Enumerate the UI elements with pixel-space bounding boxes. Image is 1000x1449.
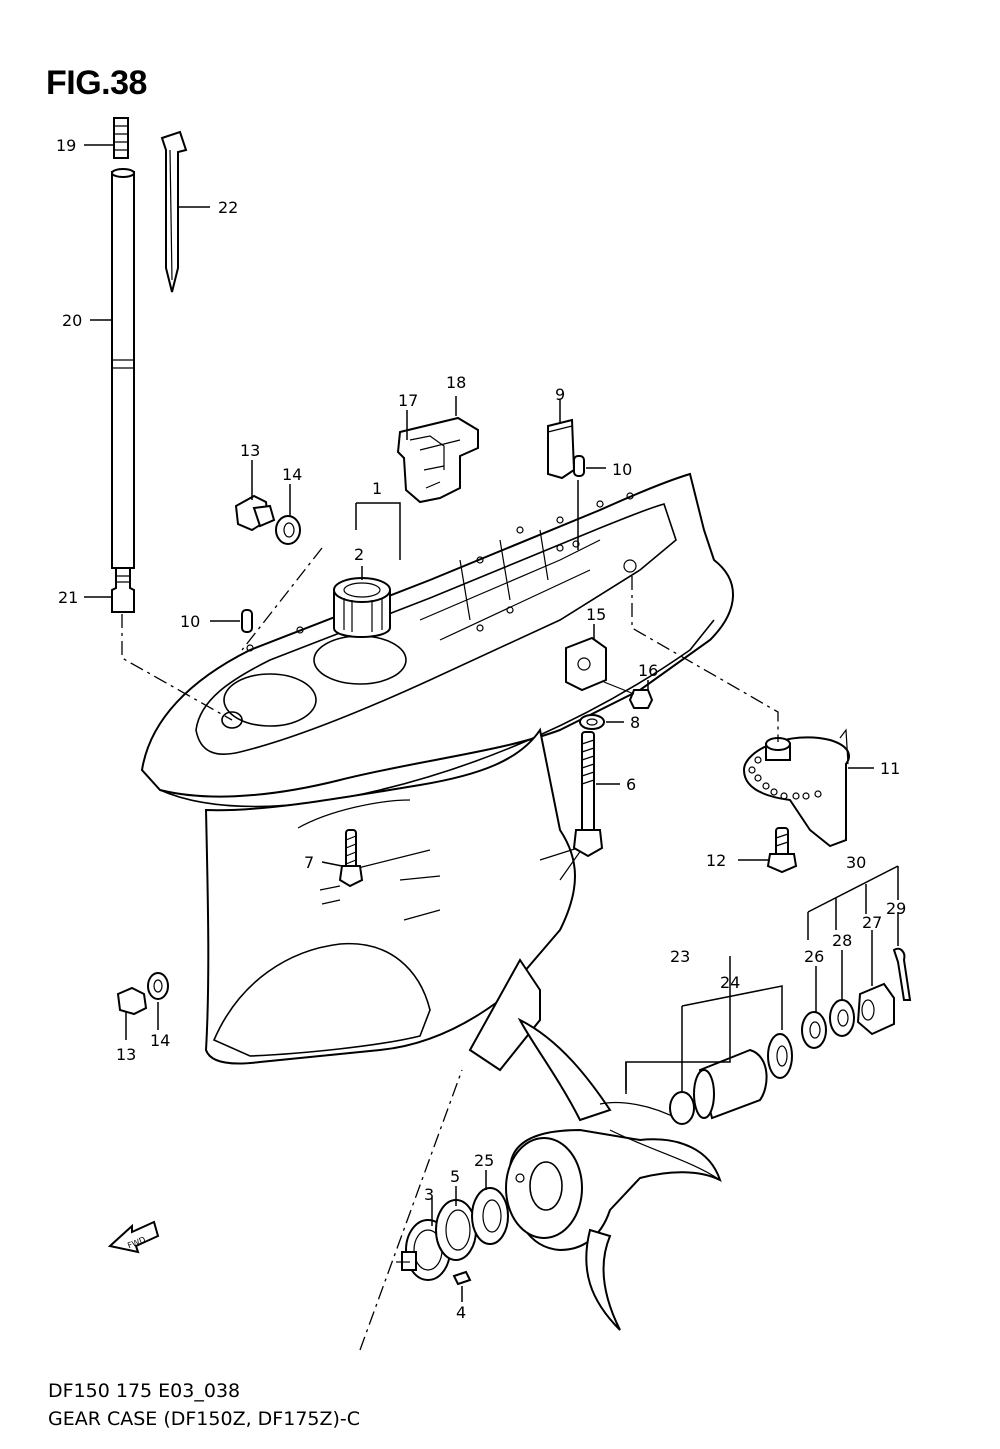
propeller-bushing-part-24 <box>669 1033 793 1125</box>
callout-29: 29 <box>886 899 906 918</box>
cable-tie-part-22 <box>160 130 188 293</box>
callout-1: 1 <box>372 479 382 498</box>
callout-8: 8 <box>630 713 640 732</box>
callout-17: 17 <box>398 391 418 410</box>
key-part-4 <box>452 1270 472 1286</box>
callout-14-upper: 14 <box>282 465 302 484</box>
drive-shaft-end-part-21 <box>111 567 135 613</box>
callout-6: 6 <box>626 775 636 794</box>
callout-22: 22 <box>218 198 238 217</box>
callout-18: 18 <box>446 373 466 392</box>
callout-13-lower: 13 <box>116 1045 136 1064</box>
alignment-lines <box>121 547 779 1351</box>
propeller-part-23 <box>505 1017 722 1331</box>
callout-2: 2 <box>354 545 364 564</box>
bolt-part-12 <box>766 827 798 874</box>
leader-lines <box>84 144 899 1302</box>
callout-24: 24 <box>720 973 740 992</box>
gasket-washer-part-14-lower <box>147 972 169 1000</box>
cotter-pin-part-29 <box>892 947 912 1001</box>
callout-21: 21 <box>58 588 78 607</box>
callout-4: 4 <box>456 1303 466 1322</box>
drive-shaft-part-20 <box>111 168 135 569</box>
dowel-pin-part-10-top <box>573 455 585 477</box>
anode-holes <box>748 756 822 800</box>
callout-9: 9 <box>555 385 565 404</box>
callout-7: 7 <box>304 853 314 872</box>
bolt-part-16 <box>603 681 654 709</box>
drain-plug-part-13-lower <box>116 986 148 1016</box>
gasket-washer-part-14-upper <box>275 515 301 545</box>
callout-19: 19 <box>56 136 76 155</box>
washer-part-25 <box>471 1187 509 1245</box>
figure-code: DF150 175 E03_038 <box>48 1380 241 1402</box>
callout-16: 16 <box>638 661 658 680</box>
callout-26: 26 <box>804 947 824 966</box>
bolt-part-6 <box>572 731 604 858</box>
propeller-nut-part-27 <box>856 982 895 1036</box>
callout-10-top: 10 <box>612 460 632 479</box>
callout-15: 15 <box>586 605 606 624</box>
trim-tab-anode-part-11 <box>742 728 850 848</box>
bolt-part-7 <box>338 829 364 888</box>
figure-name: GEAR CASE (DF150Z, DF175Z)-C <box>48 1408 361 1430</box>
dowel-pin-part-10-left <box>241 609 253 633</box>
trim-tab-block-part-15 <box>565 636 607 692</box>
callout-11: 11 <box>880 759 900 778</box>
gear-case-housing-part-1 <box>140 472 734 1072</box>
washer-part-26 <box>801 1011 827 1049</box>
bushing-part-2 <box>333 577 391 638</box>
figure-title: FIG.38 <box>46 64 147 102</box>
drive-shaft-coupler-part-19 <box>113 117 129 159</box>
callout-30: 30 <box>846 853 866 872</box>
callout-3: 3 <box>424 1185 434 1204</box>
spacer-part-28 <box>829 999 855 1037</box>
spacer-part-5 <box>435 1199 477 1261</box>
cap-part-9 <box>547 418 576 480</box>
callout-12: 12 <box>706 851 726 870</box>
drain-plug-part-13-upper <box>234 494 276 532</box>
fwd-arrow-icon: FWD <box>107 1220 160 1254</box>
anode-plate-part-17-18 <box>396 416 479 504</box>
callout-28: 28 <box>832 931 852 950</box>
callout-labels: 19 22 20 21 18 17 9 10 13 14 1 2 10 15 1… <box>56 136 906 1322</box>
callout-10-left: 10 <box>180 612 200 631</box>
callout-23: 23 <box>670 947 690 966</box>
callout-27: 27 <box>862 913 882 932</box>
callout-13-upper: 13 <box>240 441 260 460</box>
callout-5: 5 <box>450 1167 460 1186</box>
washer-part-8 <box>579 714 605 730</box>
callout-25: 25 <box>474 1151 494 1170</box>
deck-bolt-holes <box>246 492 637 652</box>
callout-14-lower: 14 <box>150 1031 170 1050</box>
callout-20: 20 <box>62 311 82 330</box>
